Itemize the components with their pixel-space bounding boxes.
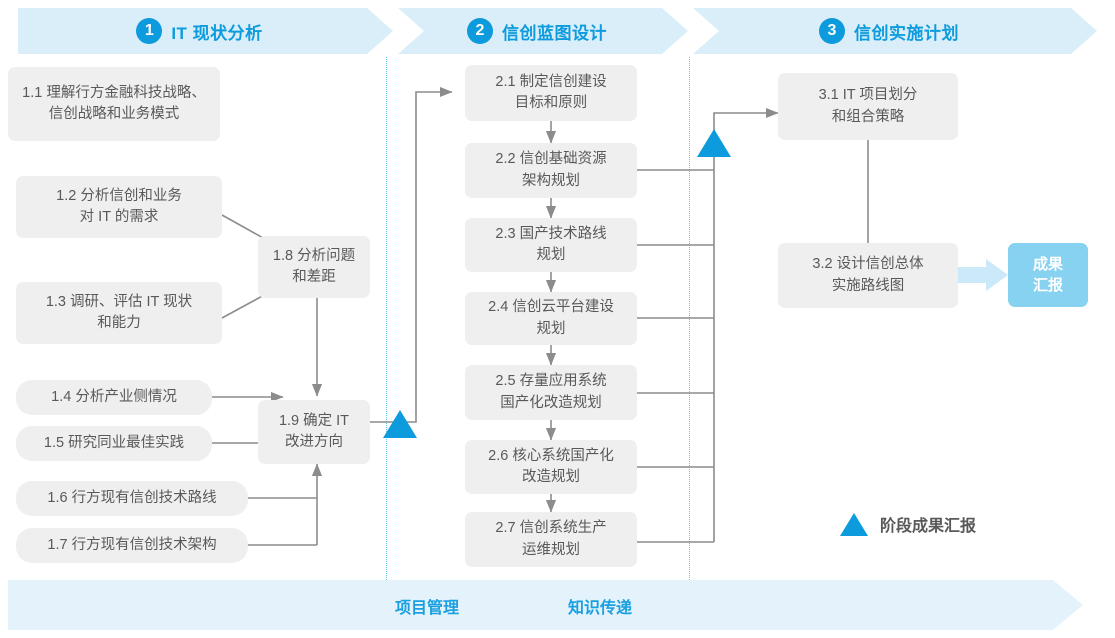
phase-label-1: IT 现状分析 (171, 23, 263, 43)
phase-number-1: 1 (136, 18, 162, 44)
phase-number-3: 3 (819, 18, 845, 44)
phase-separator-2-3 (689, 57, 690, 580)
node-2-2[interactable]: 2.2 信创基础资源 架构规划 (465, 143, 637, 198)
bottom-band (8, 580, 1083, 630)
result-box[interactable]: 成果 汇报 (1008, 243, 1088, 307)
node-2-7[interactable]: 2.7 信创系统生产 运维规划 (465, 512, 637, 567)
node-1-4[interactable]: 1.4 分析产业侧情况 (16, 380, 212, 415)
node-1-9[interactable]: 1.9 确定 IT 改进方向 (258, 400, 370, 464)
milestone-triangle-phase2 (697, 129, 731, 157)
node-2-4[interactable]: 2.4 信创云平台建设 规划 (465, 292, 637, 345)
bottom-label-knowledge-transfer: 知识传递 (568, 600, 633, 617)
phase-separator-1-2 (386, 57, 387, 580)
node-1-6[interactable]: 1.6 行方现有信创技术路线 (16, 481, 248, 516)
milestone-triangle-phase1 (383, 410, 417, 438)
node-1-3[interactable]: 1.3 调研、评估 IT 现状 和能力 (16, 282, 222, 344)
phase-number-2: 2 (467, 18, 493, 44)
node-1-7[interactable]: 1.7 行方现有信创技术架构 (16, 528, 248, 563)
node-2-6[interactable]: 2.6 核心系统国产化 改造规划 (465, 440, 637, 494)
phase-segment-1[interactable]: 1 IT 现状分析 (18, 8, 393, 54)
node-2-5[interactable]: 2.5 存量应用系统 国产化改造规划 (465, 365, 637, 420)
node-2-1[interactable]: 2.1 制定信创建设 目标和原则 (465, 65, 637, 121)
node-1-1[interactable]: 1.1 理解行方金融科技战略、 信创战略和业务模式 (8, 67, 220, 141)
phase-segment-2[interactable]: 2 信创蓝图设计 (398, 8, 688, 54)
legend-label: 阶段成果汇报 (880, 518, 977, 535)
bottom-label-project-management: 项目管理 (395, 600, 460, 617)
node-3-1[interactable]: 3.1 IT 项目划分 和组合策略 (778, 73, 958, 140)
phase-label-2: 信创蓝图设计 (502, 23, 607, 43)
node-2-3[interactable]: 2.3 国产技术路线 规划 (465, 218, 637, 272)
phase-label-3: 信创实施计划 (854, 23, 959, 43)
phase-segment-3[interactable]: 3 信创实施计划 (693, 8, 1097, 54)
node-1-8[interactable]: 1.8 分析问题 和差距 (258, 236, 370, 298)
phase-banner: 1 IT 现状分析 2 信创蓝图设计 3 信创实施计划 (0, 8, 1115, 54)
node-1-2[interactable]: 1.2 分析信创和业务 对 IT 的需求 (16, 176, 222, 238)
legend: 阶段成果汇报 (840, 512, 976, 536)
wire-3-2-to-result (957, 259, 1008, 291)
wire-1-9-to-2-1 (369, 86, 453, 423)
legend-triangle-icon (840, 512, 868, 536)
node-1-5[interactable]: 1.5 研究同业最佳实践 (16, 426, 212, 461)
node-3-2[interactable]: 3.2 设计信创总体 实施路线图 (778, 243, 958, 308)
